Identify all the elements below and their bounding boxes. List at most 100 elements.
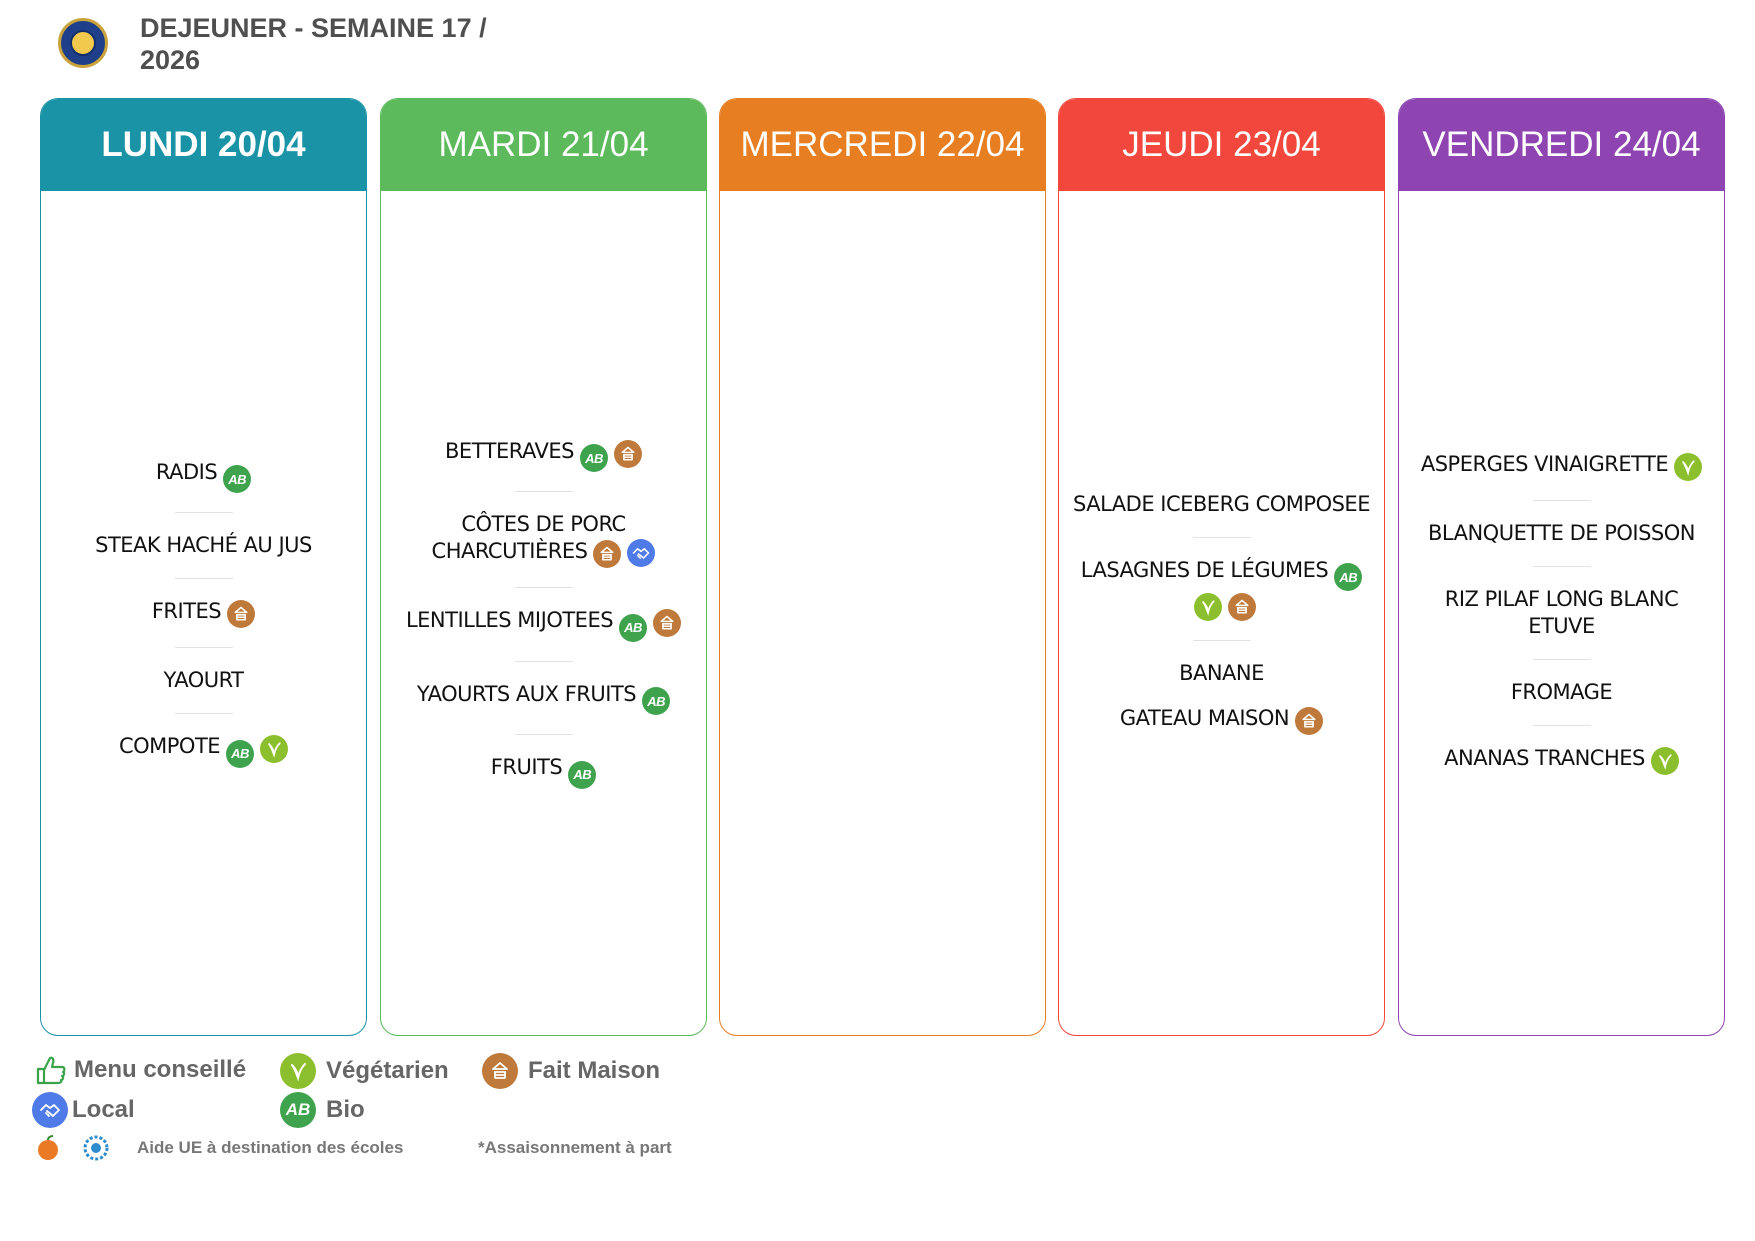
dish-item: RIZ PILAF LONG BLANC ETUVE	[1413, 572, 1710, 654]
dish-name: RADIS	[155, 459, 218, 484]
dish-item: GATEAU MAISON	[1119, 691, 1324, 749]
day-header-jeudi: JEUDI 23/04	[1059, 99, 1384, 191]
homemade-pot-icon	[613, 439, 642, 468]
dish-list-vendredi: ASPERGES VINAIGRETTE BLANQUETTE DE POISSO…	[1399, 191, 1724, 1035]
legend-menu-conseille-label: Menu conseillé	[74, 1056, 247, 1083]
logo-shield-icon	[70, 30, 96, 56]
dish-name: FROMAGE	[1510, 680, 1613, 704]
dish-name: STEAK HACHÉ AU JUS	[95, 533, 312, 557]
school-logo	[58, 18, 108, 68]
dish-separator	[1192, 640, 1251, 642]
bio-ab-icon: AB	[579, 444, 608, 472]
legend-fait-maison-label: Fait Maison	[528, 1057, 661, 1084]
homemade-pot-icon	[593, 540, 622, 568]
eu-stars-icon	[83, 1135, 109, 1161]
day-header-mardi: MARDI 21/04	[381, 99, 706, 191]
dish-separator	[514, 587, 573, 588]
dish-item: FROMAGE	[1510, 665, 1613, 720]
local-handshake-icon	[32, 1092, 68, 1128]
dish-name: CÔTES DE PORC CHARCUTIÈRES	[431, 512, 627, 563]
footer-assaisonnement: *Assaisonnement à part	[478, 1138, 672, 1157]
dish-item: FRITES	[152, 584, 256, 642]
vegetarian-leaf-icon	[1674, 453, 1703, 481]
vegetarian-leaf-icon	[260, 735, 289, 763]
bio-ab-icon: AB	[642, 687, 671, 715]
homemade-pot-icon	[1295, 707, 1324, 736]
homemade-pot-icon	[653, 609, 682, 637]
dish-separator	[1532, 500, 1591, 501]
dish-name: ANANAS TRANCHES	[1444, 746, 1645, 770]
dish-separator	[514, 660, 573, 662]
dish-item: ASPERGES VINAIGRETTE	[1420, 437, 1703, 495]
dish-separator	[1192, 536, 1251, 538]
dish-name: GATEAU MAISON	[1119, 706, 1290, 731]
legend-local-label: Local	[72, 1096, 135, 1123]
dish-name: YAOURTS AUX FRUITS	[416, 681, 637, 706]
dish-name: SALADE ICEBERG COMPOSEE	[1073, 491, 1370, 516]
day-header-mercredi: MERCREDI 22/04	[720, 99, 1045, 191]
dish-name: BLANQUETTE DE POISSON	[1428, 521, 1695, 545]
bio-ab-icon: AB	[226, 739, 255, 768]
dish-item: CÔTES DE PORC CHARCUTIÈRES	[395, 497, 692, 582]
legend-local: Local	[32, 1092, 135, 1128]
dish-name: COMPOTE	[118, 734, 221, 758]
vegetarian-leaf-icon	[1193, 593, 1222, 622]
dish-separator	[1532, 659, 1591, 660]
dish-name: BANANE	[1179, 661, 1264, 686]
legend-bio-label: Bio	[326, 1096, 365, 1123]
local-handshake-icon	[627, 539, 656, 567]
dish-separator	[174, 512, 233, 513]
dish-name: FRUITS	[490, 755, 563, 779]
dish-name: ASPERGES VINAIGRETTE	[1420, 452, 1669, 476]
legend-bio: AB Bio	[280, 1092, 365, 1128]
dish-separator	[514, 734, 573, 735]
legend-fait-maison: Fait Maison	[482, 1053, 660, 1089]
dish-list-mercredi	[720, 191, 1045, 1035]
bio-ab-icon: AB	[619, 613, 648, 642]
dish-item: SALADE ICEBERG COMPOSEE	[1073, 477, 1370, 532]
day-column-mercredi: MERCREDI 22/04	[719, 98, 1046, 1036]
vegetarian-leaf-icon	[1650, 747, 1679, 775]
day-header-vendredi: VENDREDI 24/04	[1399, 99, 1724, 191]
dish-item: YAOURT	[163, 653, 245, 708]
bio-ab-icon: AB	[223, 465, 252, 493]
dish-item: ANANAS TRANCHES	[1444, 731, 1679, 789]
footer-aide-ue: Aide UE à destination des écoles	[137, 1138, 404, 1157]
legend-vegetarien: Végétarien	[280, 1053, 449, 1089]
bio-ab-icon: AB	[280, 1092, 316, 1128]
dish-separator	[1532, 725, 1591, 726]
dish-name: YAOURT	[163, 668, 245, 692]
dish-name: BETTERAVES	[445, 438, 574, 463]
fruit-basket-icon	[38, 1135, 58, 1160]
dish-separator	[174, 578, 233, 579]
day-column-vendredi: VENDREDI 24/04 ASPERGES VINAIGRETTE BLANQ…	[1398, 98, 1725, 1036]
vegetarian-leaf-icon	[280, 1053, 316, 1089]
dish-separator	[174, 713, 233, 714]
legend-vegetarien-label: Végétarien	[326, 1057, 449, 1084]
dish-name: LASAGNES DE LÉGUMES	[1080, 557, 1329, 582]
thumb-up-icon	[36, 1056, 66, 1085]
homemade-pot-icon	[227, 600, 256, 628]
dish-name: RIZ PILAF LONG BLANC ETUVE	[1444, 587, 1679, 638]
dish-item: STEAK HACHÉ AU JUS	[95, 518, 312, 573]
bio-ab-icon: AB	[1334, 563, 1363, 592]
dish-item: BLANQUETTE DE POISSON	[1428, 506, 1695, 561]
homemade-pot-icon	[482, 1053, 518, 1089]
dish-item: BANANE	[1179, 646, 1264, 691]
day-header-lundi: LUNDI 20/04	[41, 99, 366, 191]
legend-menu-conseille: Menu conseillé	[34, 1053, 246, 1087]
dish-list-jeudi: SALADE ICEBERG COMPOSEE LASAGNES DE LÉGUM…	[1059, 191, 1384, 1035]
dish-separator	[174, 647, 233, 648]
dish-separator	[1532, 566, 1591, 567]
bio-ab-icon: AB	[568, 760, 597, 789]
